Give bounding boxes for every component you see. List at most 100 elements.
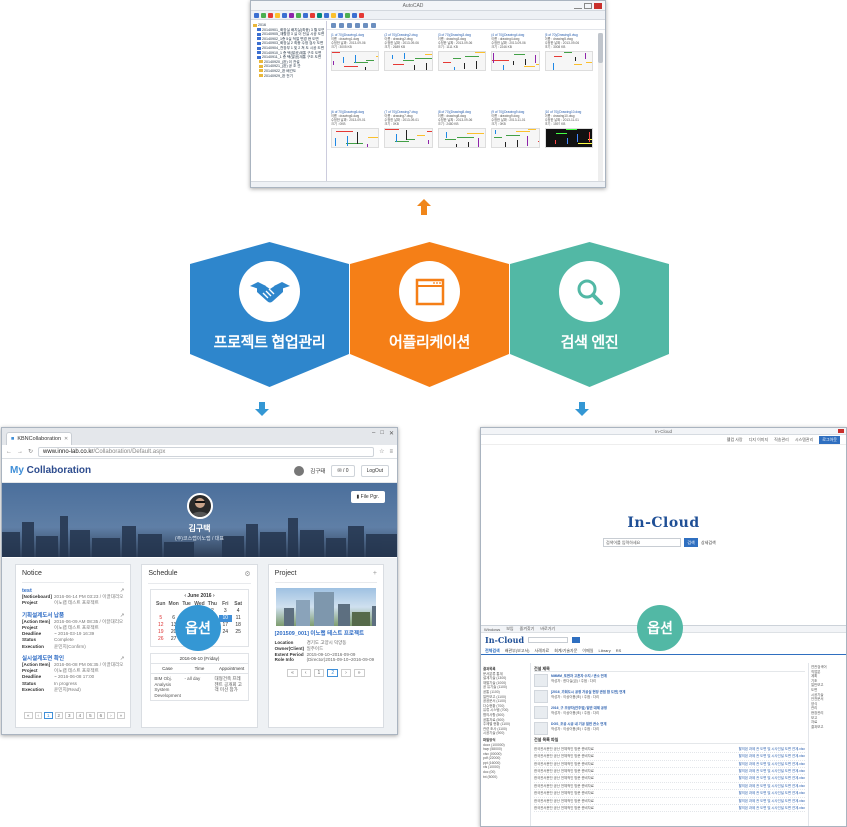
notice-item[interactable]: 실시설계도면 확인↗[Action Item]2016-06-08 PM 06:… <box>22 656 124 693</box>
tree-node[interactable]: 20140929_완 전기 <box>253 74 324 79</box>
drawing-thumbnail[interactable] <box>384 128 433 148</box>
calendar-day[interactable]: 5 <box>159 615 163 621</box>
project-title[interactable]: [201509_001] 이노랩 테스트 프로젝트 <box>274 631 365 637</box>
advanced-search-link[interactable]: 상세검색 <box>701 540 716 545</box>
facet-item[interactable]: xls (10000) <box>483 765 500 770</box>
result-title[interactable]: [2016_가회도시 공정 가공실 현장 관점 합 도면] 연계 <box>551 690 626 695</box>
drawing-thumbnail[interactable] <box>544 51 593 71</box>
gear-icon[interactable]: ⚙ <box>244 571 251 578</box>
brand-logo[interactable]: My Collaboration <box>10 465 91 476</box>
file-result-link[interactable]: 할의된 과제 관 도면 및 시사인설 도면 연계.xlsx <box>738 791 805 796</box>
results-search-input[interactable] <box>528 637 569 643</box>
toolbar-icon[interactable] <box>254 12 259 18</box>
avatar[interactable] <box>294 465 305 476</box>
related-keyword[interactable]: 양식 <box>811 701 818 706</box>
toolbar-icon[interactable] <box>352 12 357 18</box>
drawing-thumbnail[interactable] <box>331 51 380 71</box>
file-result-link[interactable]: 할의된 과제 관 도면 및 시사인설 도면 연계.xlsx <box>738 783 805 788</box>
calendar-day[interactable]: 19 <box>157 629 164 635</box>
toolbar-icon[interactable] <box>296 12 301 18</box>
calendar-day[interactable]: 6 <box>172 615 176 621</box>
facet-item[interactable]: 유류 시스템 (700) <box>483 708 509 713</box>
notice-item[interactable]: 기획설계도서 납품↗[Action Item]2016-06-09 AM 08:… <box>22 613 124 650</box>
toolbar-icon[interactable] <box>261 12 266 18</box>
browser-tab[interactable]: ■ KBNCollaboration ✕ <box>6 432 72 445</box>
drawing-thumbnail[interactable] <box>491 51 540 71</box>
drawing-thumbnail[interactable] <box>437 128 487 148</box>
schedule-row[interactable]: BIM Obj. Analysis System Development- al… <box>151 674 247 700</box>
close-icon[interactable]: ✕ <box>388 431 394 437</box>
close-icon[interactable] <box>838 429 844 433</box>
top-nav-link[interactable]: 로그아웃 <box>819 435 840 444</box>
drawing-thumbnail[interactable] <box>491 128 540 148</box>
related-keyword[interactable]: 보고 <box>811 715 818 720</box>
calendar-day[interactable]: 26 <box>157 636 164 642</box>
facet-item[interactable]: 관련 조사 (1100) <box>483 726 507 731</box>
tree-node[interactable]: 20140905_재활영 3 실 이 전실 시공 도면 <box>253 32 324 37</box>
pager-button[interactable]: › <box>107 712 115 719</box>
calendar-day[interactable] <box>219 636 232 643</box>
result-title[interactable]: DGS_조공 시공 내 기공 일반 관소 연계 <box>551 722 607 727</box>
tree-node[interactable]: 20140922_완 배관도 <box>253 69 324 74</box>
prev-month-icon[interactable]: ‹ <box>184 593 188 599</box>
messages-button[interactable]: ✉ / 0 <box>331 464 355 477</box>
external-link-icon[interactable]: ↗ <box>119 655 125 662</box>
facet-item[interactable]: 공통자료 (500) <box>483 717 505 722</box>
close-icon[interactable] <box>594 2 602 9</box>
minimize-icon[interactable] <box>574 3 582 9</box>
results-search-button[interactable] <box>572 637 581 643</box>
calendar-day[interactable]: 11 <box>235 615 241 621</box>
calendar-day[interactable]: 4 <box>236 608 240 614</box>
search-button[interactable]: 검색 <box>684 538 698 547</box>
facet-item[interactable]: 공통 (1100) <box>483 689 500 694</box>
calendar-day[interactable]: 13 <box>170 622 177 628</box>
toolbar-icon[interactable] <box>289 12 294 18</box>
notice-item-title[interactable]: 실시설계도면 확인 <box>22 655 65 662</box>
bookmark-star-icon[interactable]: ☆ <box>379 449 385 455</box>
pager-button[interactable]: « <box>287 669 298 677</box>
tree-node[interactable]: 20140902_1층 5실 적절 변경 현 도면 <box>253 37 324 42</box>
pager-button[interactable]: 2 <box>54 712 64 719</box>
facet-item[interactable]: docx (100000) <box>483 742 505 747</box>
menubar-item[interactable]: 즐겨찾기 <box>519 626 535 631</box>
forward-icon[interactable]: → <box>17 448 23 455</box>
pager-button[interactable]: 1 <box>44 712 53 719</box>
pager-button[interactable]: ‹ <box>300 669 311 677</box>
drawing-thumbnail[interactable] <box>437 51 487 71</box>
top-nav-link[interactable]: 웰컴 사랑 <box>726 436 743 442</box>
pager-button[interactable]: 5 <box>86 712 95 719</box>
tree-node[interactable]: 20140920_(완) 이 전설 <box>253 60 324 65</box>
external-link-icon[interactable]: ↗ <box>119 612 125 619</box>
file-result-link[interactable]: 할의된 과제 관 도면 및 시사인설 도면 연계.xlsx <box>738 806 805 811</box>
tree-node[interactable]: 20140911_1 층 택(발공)계통 구조 도면 <box>253 55 324 60</box>
menubar-item[interactable]: Windows <box>484 626 501 632</box>
calendar-day[interactable] <box>232 636 245 643</box>
file-result-link[interactable]: 할의된 과제 관 도면 및 시사인설 도면 연계.xlsx <box>738 776 805 781</box>
add-icon[interactable]: + <box>372 570 377 577</box>
toolbar-icon[interactable] <box>359 12 364 18</box>
pager-button[interactable]: « <box>24 712 33 719</box>
tree-node[interactable]: 20140903_화장실 2 최종 수정 검사 도면 <box>253 41 324 46</box>
drawing-thumbnail[interactable] <box>331 128 380 148</box>
facet-item[interactable]: 공 유기술 (1100) <box>483 685 507 690</box>
file-result-link[interactable]: 할의된 과제 관 도면 및 시사인설 도면 연계.xlsx <box>738 754 805 759</box>
facet-item[interactable]: xlsx (00000) <box>483 751 502 756</box>
facet-item[interactable]: 시공기술 (900) <box>483 731 505 736</box>
toolbar-icon[interactable] <box>282 12 287 18</box>
result-title[interactable]: NMMM_포면자 고혼자 수지 / 관소 연계 <box>551 674 607 679</box>
pager-button[interactable]: ‹ <box>34 712 43 719</box>
facet-item[interactable]: pdf (22000) <box>483 756 501 761</box>
results-tab[interactable]: 배관부(보고서) <box>504 647 530 653</box>
result-title[interactable]: 2016_구 조양자(안주업) 일반 대체 공정 <box>551 706 608 711</box>
